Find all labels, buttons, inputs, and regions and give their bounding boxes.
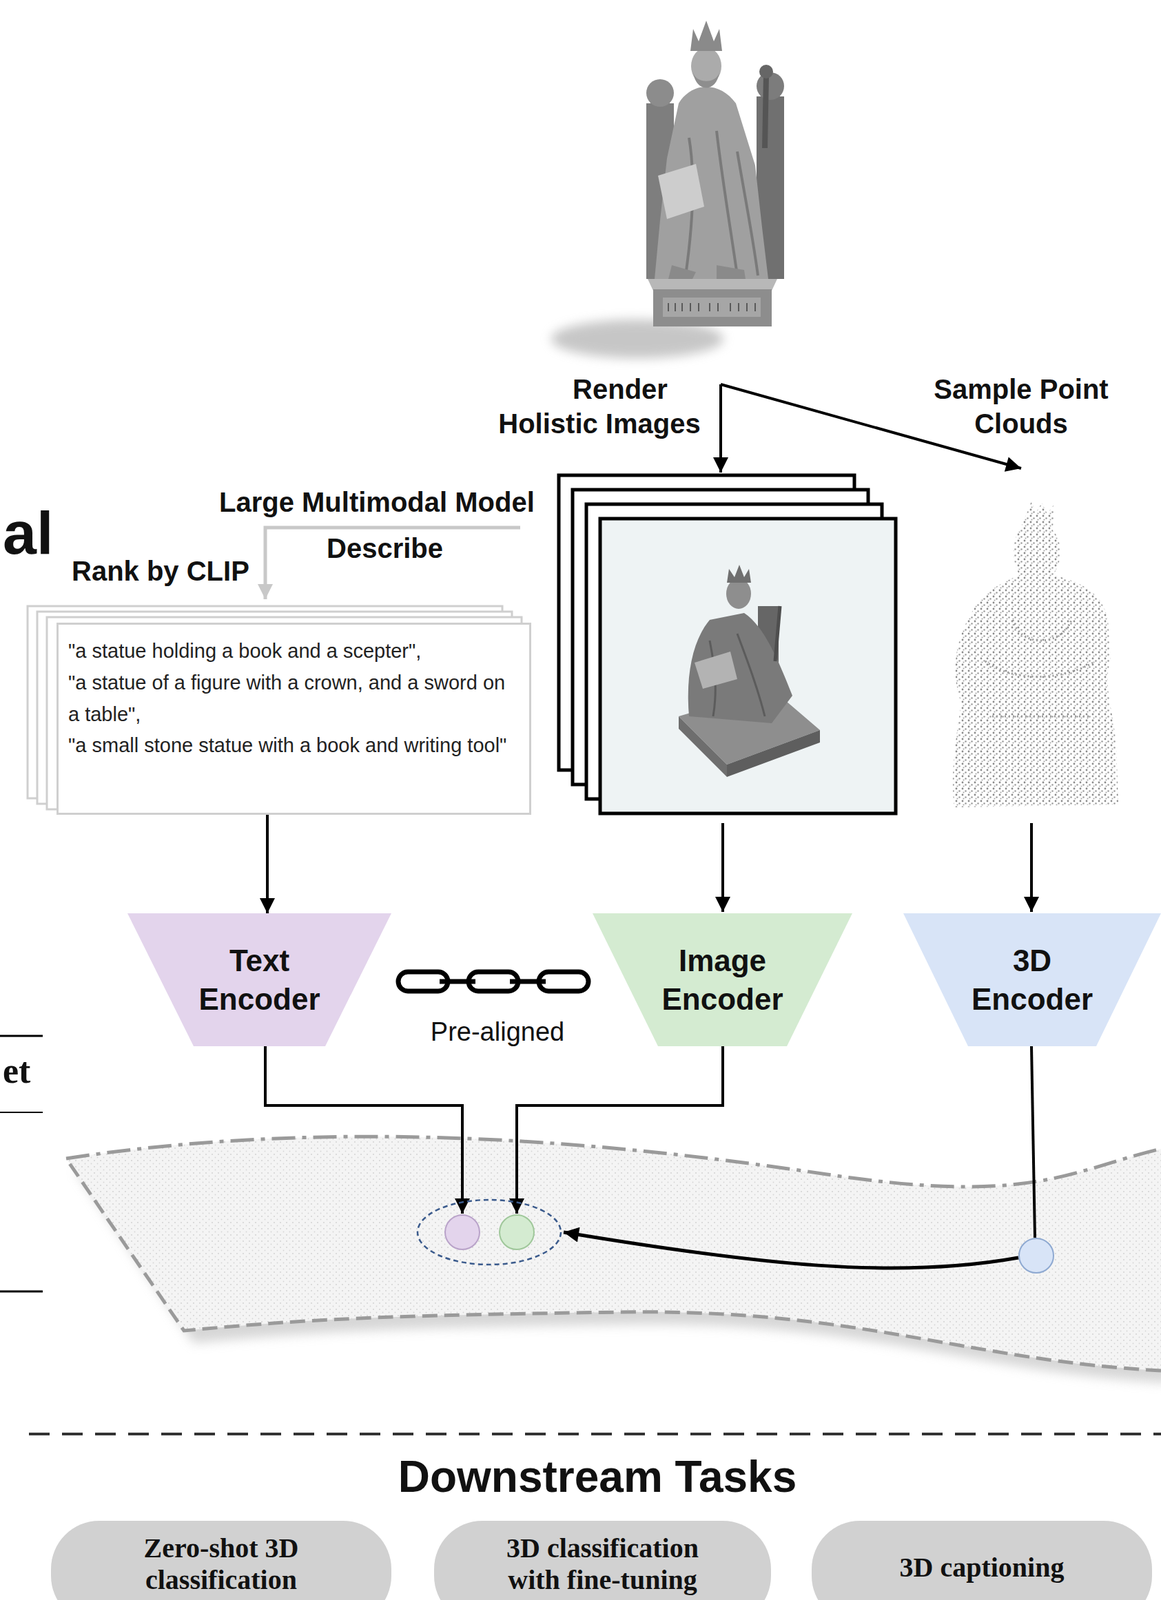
description-text: "a statue of a figure with a crown, and …: [68, 667, 516, 732]
label-wrap: 3D classification with fine-tuning: [485, 1533, 721, 1597]
encoder-block: Image Encoder: [592, 913, 853, 1047]
label-wrap: Text Encoder: [190, 941, 329, 1020]
description-text: "a statue holding a book and a scepter",: [68, 635, 516, 668]
trapezoid-fill: [592, 913, 853, 1047]
chain-icon: [398, 972, 589, 992]
step-label: Render Holistic Images: [489, 372, 710, 441]
trapezoid-fill: [127, 913, 392, 1047]
description-card: "a statue holding a book and a scepter",…: [56, 622, 532, 816]
encoder-block: Text Encoder: [127, 913, 392, 1047]
task-pill: Zero-shot 3D classification: [50, 1521, 392, 1600]
task-label: 3D classification with fine-tuning: [485, 1533, 721, 1597]
encoder-block: 3D Encoder: [903, 913, 1161, 1047]
label-wrap: 3D Encoder: [963, 941, 1102, 1020]
encoder-label: 3D Encoder: [963, 941, 1102, 1020]
step-label: Rank by CLIP: [71, 554, 250, 588]
step-label: Large Multimodal Model: [219, 485, 535, 519]
rendered-image-stack: [558, 475, 896, 814]
trapezoid-shape: [592, 913, 853, 1047]
statue-photo: [551, 20, 785, 359]
section-heading: Downstream Tasks: [356, 1452, 839, 1504]
label-wrap: Zero-shot 3D classification: [104, 1533, 339, 1597]
trapezoid-shape: [127, 913, 392, 1047]
relation-label: Pre-aligned: [394, 1016, 601, 1049]
step-label: Sample Point Clouds: [921, 372, 1122, 441]
trapezoid-fill: [903, 913, 1161, 1047]
cropped-text: al: [2, 502, 54, 564]
encoder-label: Text Encoder: [190, 941, 329, 1020]
task-label: 3D captioning: [864, 1552, 1099, 1585]
task-pill: 3D captioning: [811, 1521, 1153, 1600]
point-cloud: [952, 501, 1119, 808]
description-text: "a small stone statue with a book and wr…: [68, 730, 516, 763]
task-label: Zero-shot 3D classification: [104, 1533, 339, 1597]
trapezoid-shape: [903, 913, 1161, 1047]
label-wrap: 3D captioning: [864, 1552, 1099, 1585]
cropped-text: et: [2, 1051, 31, 1091]
encoder-label: Image Encoder: [653, 941, 792, 1020]
embedding-space: [66, 1136, 1161, 1372]
step-label: Describe: [326, 531, 444, 565]
task-pill: 3D classification with fine-tuning: [434, 1521, 772, 1600]
connector-arrow: [265, 815, 269, 914]
label-wrap: Image Encoder: [653, 941, 792, 1020]
